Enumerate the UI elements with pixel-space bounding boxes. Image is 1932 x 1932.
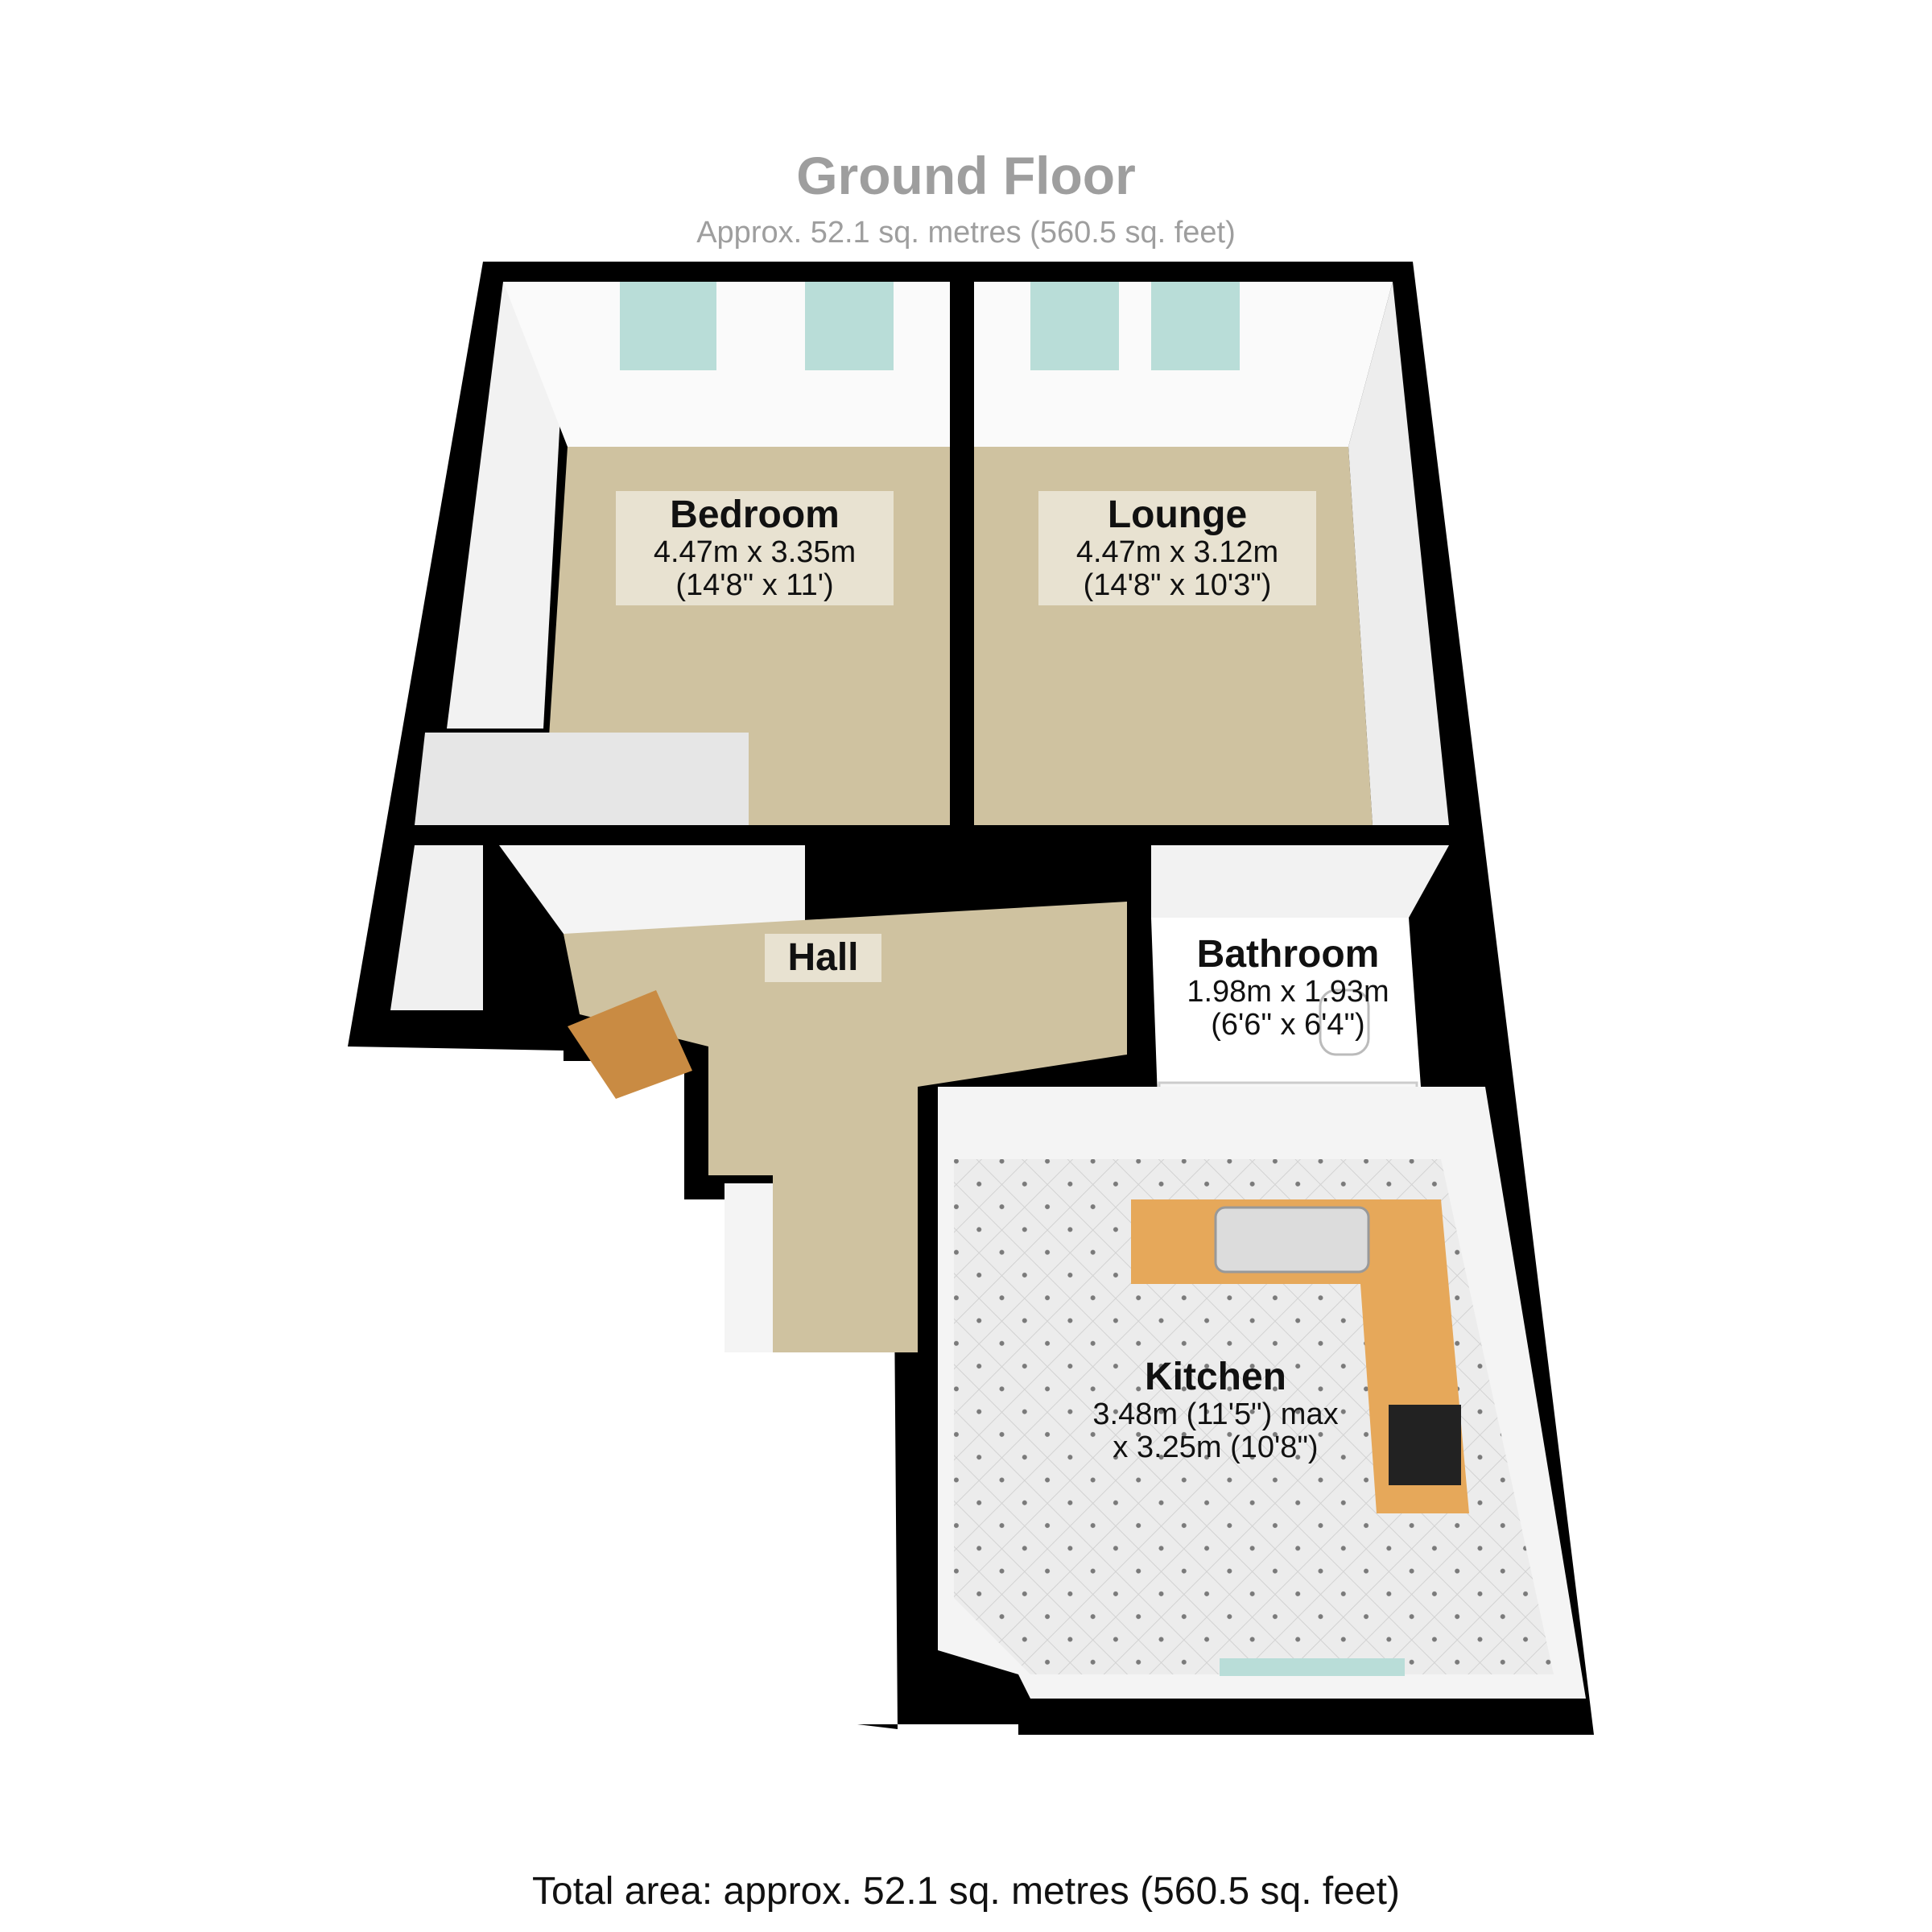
front-door xyxy=(568,990,692,1099)
kitchen-dim-line2: x 3.25m (10'8") xyxy=(1113,1430,1319,1464)
lounge-dim-metric: 4.47m x 3.12m xyxy=(1075,535,1279,569)
bedroom-dim-metric: 4.47m x 3.35m xyxy=(653,535,857,569)
kitchen-dim-line1: 3.48m (11'5") max xyxy=(1092,1397,1339,1431)
lounge-dim-imperial: (14'8" x 10'3") xyxy=(1083,568,1272,602)
bedroom-left-wall xyxy=(447,282,568,729)
bathroom-label: Bathroom 1.98m x 1.93m (6'6" x 6'4") xyxy=(1159,934,1417,1042)
lounge-right-wall xyxy=(1348,282,1449,825)
bedroom-label: Bedroom 4.47m x 3.35m (14'8" x 11') xyxy=(616,491,894,605)
bathroom-toilet xyxy=(1319,989,1370,1056)
bedroom-window-left xyxy=(620,282,716,370)
floor-title: Ground Floor xyxy=(796,146,1136,205)
kitchen-window xyxy=(1220,1658,1405,1676)
bathroom-back-wall xyxy=(1151,845,1449,918)
bathroom-dim-imperial: (6'6" x 6'4") xyxy=(1211,1007,1365,1042)
lounge-window-right xyxy=(1151,282,1240,370)
kitchen-sink xyxy=(1214,1206,1370,1274)
kitchen-hob xyxy=(1389,1405,1461,1485)
lounge-label: Lounge 4.47m x 3.12m (14'8" x 10'3") xyxy=(1038,491,1316,605)
hall-name: Hall xyxy=(787,936,859,979)
lounge-window-left xyxy=(1030,282,1119,370)
hall-corridor-wall xyxy=(724,1183,773,1352)
total-area-footer: Total area: approx. 52.1 sq. metres (560… xyxy=(532,1870,1400,1913)
bedroom-window-right xyxy=(805,282,894,370)
hall-floor xyxy=(564,902,1127,1352)
hall-wall-face xyxy=(499,845,805,934)
floor-area-subtitle: Approx. 52.1 sq. metres (560.5 sq. feet) xyxy=(696,216,1236,250)
kitchen-name: Kitchen xyxy=(1144,1356,1286,1398)
bedroom-name: Bedroom xyxy=(670,493,840,536)
bedroom-wardrobe xyxy=(415,733,749,825)
bedroom-dim-imperial: (14'8" x 11') xyxy=(675,568,834,602)
hall-closet xyxy=(390,845,483,1010)
hall-label: Hall xyxy=(765,934,881,982)
bathroom-dim-metric: 1.98m x 1.93m xyxy=(1187,974,1389,1009)
kitchen-label: Kitchen 3.48m (11'5") max x 3.25m (10'8"… xyxy=(1063,1356,1368,1464)
kitchen-worktop xyxy=(1131,1199,1469,1513)
bathroom-name: Bathroom xyxy=(1196,933,1380,976)
lounge-name: Lounge xyxy=(1107,493,1248,536)
